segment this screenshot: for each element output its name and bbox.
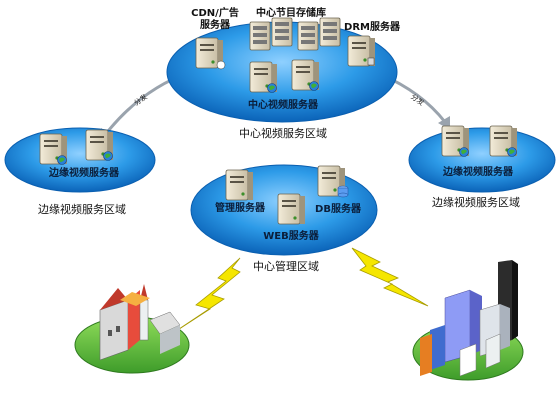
lightning-bolt-left xyxy=(169,257,241,336)
edge-zone-left xyxy=(4,127,156,193)
drm-server-icon xyxy=(347,35,376,67)
video-server-icon xyxy=(291,59,320,91)
management-zone-label: 中心管理区域 xyxy=(253,260,319,273)
db-server-label: DB服务器 xyxy=(315,204,361,215)
edge-zone-right xyxy=(408,127,556,193)
drm-server-label: DRM服务器 xyxy=(344,22,400,33)
db-server-icon xyxy=(317,165,349,198)
storage-rack-icon xyxy=(271,17,293,47)
web-server-label: WEB服务器 xyxy=(263,231,319,242)
video-server-icon xyxy=(249,61,278,93)
edge-server-label-right: 边缘视频服务器 xyxy=(443,167,513,178)
management-server-label: 管理服务器 xyxy=(215,203,265,214)
cdn-server-label: CDN/广告 服务器 xyxy=(191,8,239,31)
edge-server-icon xyxy=(39,133,68,165)
central-video-server-label: 中心视频服务器 xyxy=(248,100,318,111)
storage-rack-icon xyxy=(249,21,271,51)
edge-server-label-left: 边缘视频服务器 xyxy=(49,168,119,179)
edge-zone-label-left: 边缘视频服务区域 xyxy=(38,203,126,216)
edge-server-icon xyxy=(441,125,470,157)
management-server-icon xyxy=(225,169,254,201)
edge-zone-label-right: 边缘视频服务区域 xyxy=(432,196,520,209)
town-icon-left xyxy=(74,284,190,374)
city-icon-right xyxy=(412,260,524,381)
central-zone-label: 中心视频服务区域 xyxy=(239,127,327,140)
storage-label: 中心节目存储库 xyxy=(256,8,326,19)
storage-rack-icon xyxy=(297,21,319,51)
lightning-bolt-right xyxy=(351,247,429,307)
storage-rack-icon xyxy=(319,17,341,47)
edge-server-icon xyxy=(85,129,114,161)
edge-server-icon xyxy=(489,125,518,157)
cdn-server-icon xyxy=(195,37,226,70)
web-server-icon xyxy=(277,193,306,225)
